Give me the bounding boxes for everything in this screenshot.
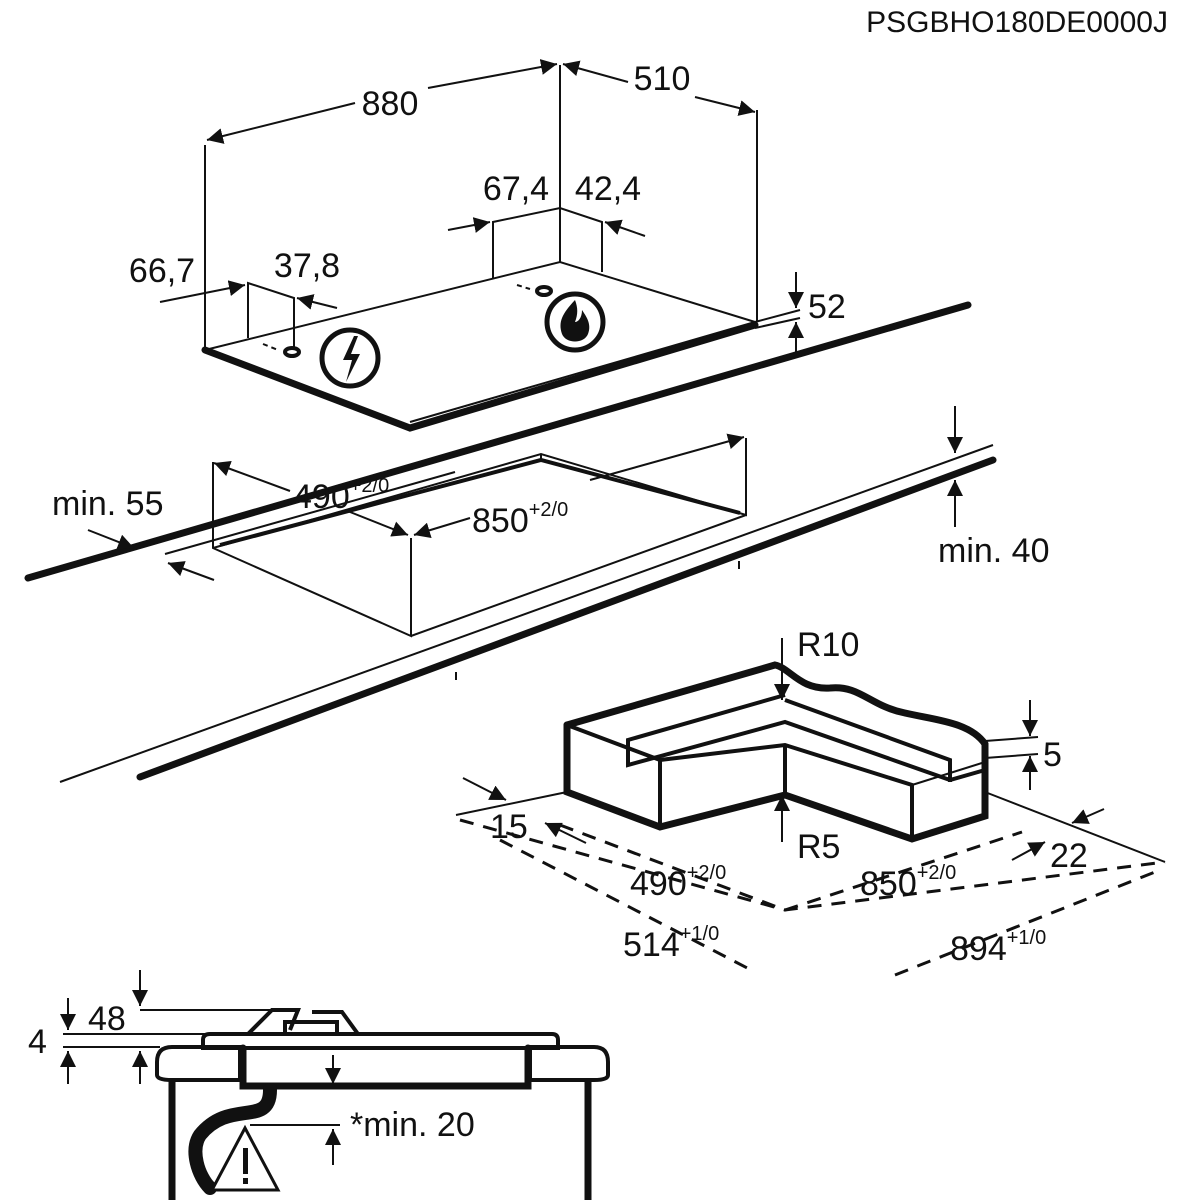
dim-depth: 510 xyxy=(634,60,691,98)
hob-top-view: 880 510 67,4 42,4 66,7 37,8 52 xyxy=(129,59,846,432)
dim-offset-c: 66,7 xyxy=(129,252,195,290)
dim-r5: R5 xyxy=(797,828,840,866)
dim-margin-side: 22 xyxy=(1050,837,1088,875)
product-code: PSGBHO180DE0000J xyxy=(866,6,1168,39)
dim-min-40: min. 40 xyxy=(938,532,1050,570)
dim-offset-b: 42,4 xyxy=(575,170,641,208)
dim-r10: R10 xyxy=(797,626,859,664)
dim-corner-width: 850+2/0 xyxy=(860,862,956,903)
dim-offset-d: 37,8 xyxy=(274,247,340,285)
electric-hazard-icon xyxy=(319,327,381,389)
dim-clearance: *min. 20 xyxy=(350,1106,475,1144)
dim-min-55: min. 55 xyxy=(52,485,164,523)
dim-cutout-depth: 490+2/0 xyxy=(293,475,389,516)
worktop-cutout: 490+2/0 850+2/0 min. 55 min. 40 xyxy=(24,301,1050,783)
dim-margin-front: 15 xyxy=(490,808,528,846)
corner-detail: R10 R5 5 15 22 490+2/0 850+2/0 514+1/0 8… xyxy=(455,626,1166,977)
warning-triangle-icon xyxy=(209,1124,281,1192)
dim-total-width: 894+1/0 xyxy=(950,927,1046,968)
dim-rim: 4 xyxy=(28,1023,47,1061)
dim-section-height: 48 xyxy=(88,1000,126,1038)
dim-cutout-width: 850+2/0 xyxy=(472,499,568,540)
dim-width: 880 xyxy=(362,85,419,123)
dim-lip: 5 xyxy=(1043,736,1062,774)
dim-corner-depth: 490+2/0 xyxy=(630,862,726,903)
gas-flame-icon xyxy=(544,291,606,353)
dim-total-depth: 514+1/0 xyxy=(623,923,719,964)
cross-section: 4 48 *min. 20 xyxy=(28,970,610,1200)
dim-height: 52 xyxy=(808,288,846,326)
dim-offset-a: 67,4 xyxy=(483,170,549,208)
